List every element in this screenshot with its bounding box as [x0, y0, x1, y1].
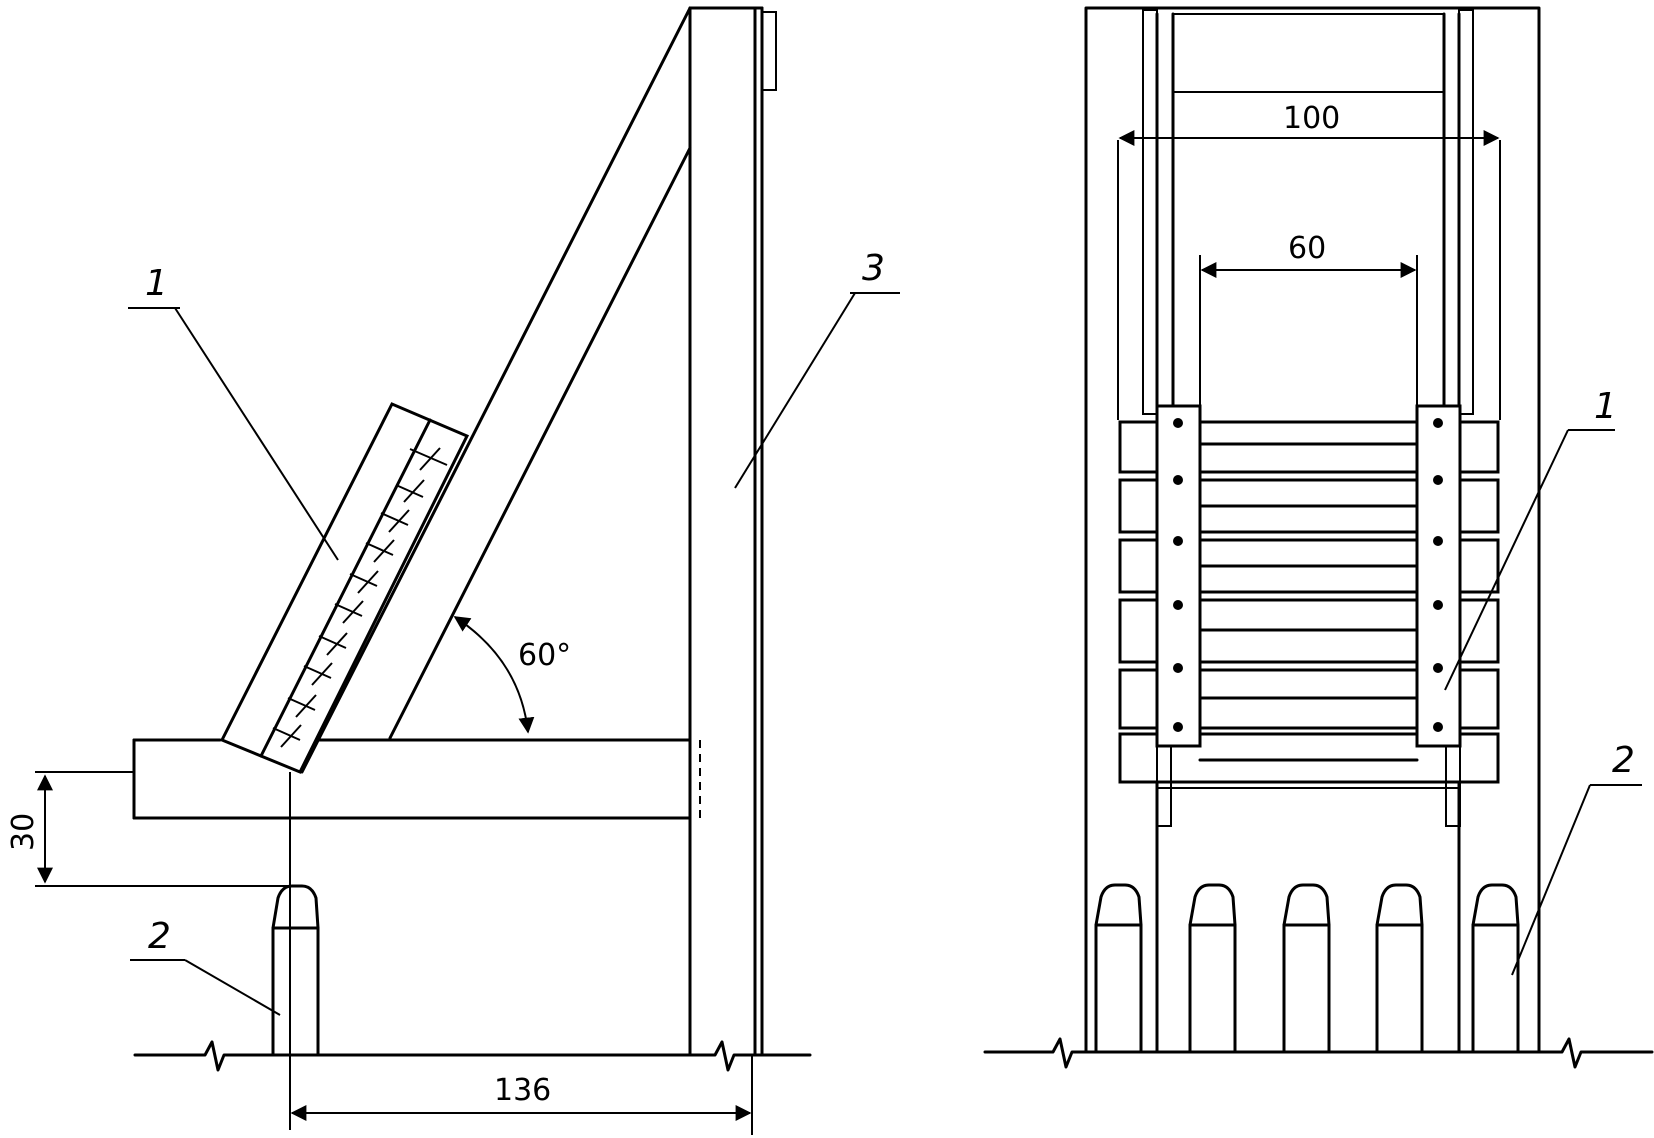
label-3-side-text: 3: [862, 248, 885, 289]
extension-lines-left: [35, 771, 753, 1135]
label-1-side-text: 1: [145, 263, 168, 304]
label-2-front-text: 2: [1612, 740, 1635, 781]
dimension-30: 30: [6, 774, 53, 884]
clamp-bar-left: [1155, 404, 1202, 827]
burner-4: [1375, 883, 1424, 1054]
dimension-30-label: 30: [6, 813, 41, 851]
label-2-side-text: 2: [148, 916, 171, 957]
horizontal-beam: [132, 738, 701, 820]
ground-line-left: [133, 1040, 812, 1072]
label-1-front: 1: [1444, 386, 1617, 691]
burner-5: [1471, 883, 1520, 1054]
front-view: 100 60: [983, 6, 1654, 1069]
dimension-60: 60: [1199, 231, 1418, 405]
side-view: 30 136 60° 1 2 3: [6, 6, 900, 1135]
dimension-136-label: 136: [494, 1073, 551, 1108]
label-1-front-text: 1: [1594, 386, 1617, 427]
post-3: [688, 6, 777, 1057]
diagonal-brace: [300, 6, 692, 774]
label-2-side: 2: [130, 916, 281, 1016]
specimen-holder: [219, 402, 470, 774]
dimension-100-label: 100: [1283, 101, 1340, 136]
burner-1: [1094, 883, 1143, 1054]
label-2-front: 2: [1511, 740, 1642, 976]
angle-60-label: 60°: [518, 638, 571, 673]
burner-3: [1282, 883, 1331, 1054]
dimension-100: 100: [1118, 101, 1500, 146]
clamp-bar-right: [1415, 404, 1462, 827]
specimen-blocks: [272, 447, 448, 748]
burner-left: [271, 884, 320, 1057]
burner-row: [1094, 883, 1520, 1054]
label-1-side: 1: [128, 263, 339, 561]
burner-2: [1188, 883, 1237, 1054]
angle-60: 60°: [453, 616, 571, 734]
dimension-136: 136: [290, 1073, 752, 1121]
dimension-60-label: 60: [1288, 231, 1326, 266]
label-3-side: 3: [734, 248, 900, 489]
